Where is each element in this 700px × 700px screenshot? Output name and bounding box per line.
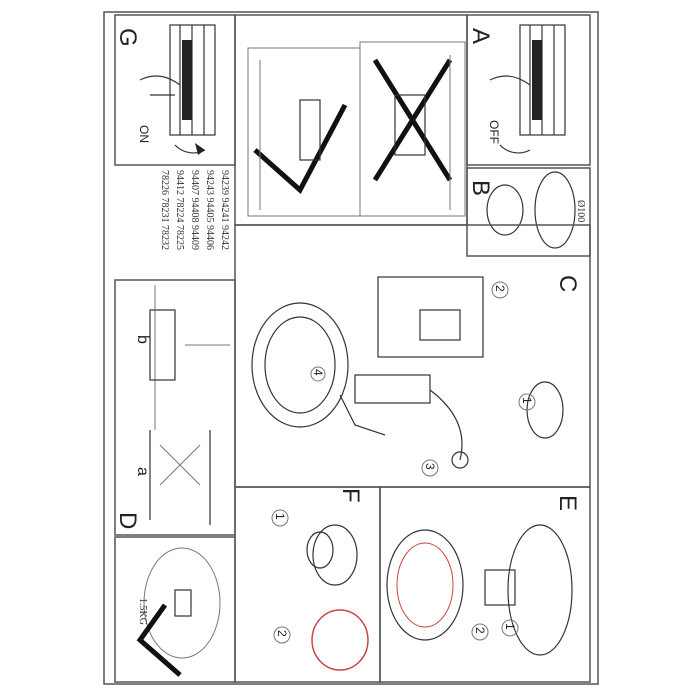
connector-detail-box [377, 276, 484, 358]
lamp-ring-red [311, 609, 369, 671]
bulb-front [386, 529, 464, 641]
lamp-front [534, 171, 576, 249]
step-3-circle [421, 459, 439, 477]
sheet-frame [103, 11, 599, 685]
hand-icon [489, 75, 531, 86]
step-4-circle [310, 366, 326, 382]
model-row: 78226 78231 78232 [159, 170, 170, 250]
bulb-socket [484, 569, 516, 606]
model-row: 94243 94405 94406 [204, 170, 215, 250]
check-mark-icon [253, 103, 348, 194]
plug-icon [451, 451, 469, 469]
driver-box [354, 374, 431, 404]
on-label: ON [137, 125, 151, 143]
panel-f: F 1 2 [234, 486, 381, 683]
panel-e-label: E [554, 495, 581, 511]
panel-d-cutout: b a D [114, 279, 236, 536]
model-row: 94239 94241 94242 [219, 170, 230, 250]
panel-d-label: D [114, 512, 141, 529]
lamp-side [486, 184, 524, 236]
lamp-ring [312, 524, 358, 586]
rotate-arrow-icon [499, 144, 531, 154]
lamp-ring [251, 302, 349, 428]
step-1-label: 1 [273, 513, 287, 520]
panel-g-label: G [114, 28, 141, 47]
step-2-label: 2 [473, 627, 487, 634]
panel-a-label: A [467, 28, 494, 44]
panel-d-dial: 1.5KG [114, 536, 236, 683]
lamp-ring [507, 524, 573, 656]
panel-b: B Ø100 [466, 167, 591, 257]
panel-center-top [234, 14, 468, 226]
weight-label: 1.5KG [137, 598, 148, 625]
sub-label-a: a [134, 467, 151, 476]
model-number-list: 94239 94241 94242 94243 94405 94406 9440… [159, 170, 230, 250]
step-4-label: 4 [311, 369, 325, 376]
panel-e: E 1 2 [379, 486, 591, 683]
incorrect-install-box [359, 41, 466, 217]
step-2-label: 2 [275, 630, 289, 637]
sub-label-b: b [134, 335, 151, 344]
check-mark-icon [136, 603, 182, 677]
panel-a: A OFF [466, 14, 591, 166]
step-2-label: 2 [493, 285, 507, 292]
panel-c: C 2 1 3 4 [234, 224, 591, 488]
cross-mark-icon [372, 58, 453, 182]
model-row: 94407 94408 94409 [189, 170, 200, 250]
step-1-label: 1 [520, 397, 534, 404]
step-3-label: 3 [423, 463, 437, 470]
step-1-circle [518, 393, 536, 411]
panel-b-label: B [467, 180, 494, 196]
model-row: 94412 78224 78225 [174, 170, 185, 250]
dimension-label: Ø100 [575, 200, 586, 222]
panel-g: G ON [114, 14, 236, 166]
beam-angle-dial [143, 547, 221, 659]
panel-c-label: C [554, 275, 581, 292]
step-1-label: 1 [503, 623, 517, 630]
panel-f-label: F [337, 488, 364, 503]
step-2-circle [491, 281, 509, 299]
ceiling-lamp [526, 381, 564, 439]
hand-icon [139, 75, 181, 96]
off-label: OFF [487, 120, 501, 144]
hand-icon [339, 394, 386, 436]
correct-install-box [247, 47, 361, 217]
